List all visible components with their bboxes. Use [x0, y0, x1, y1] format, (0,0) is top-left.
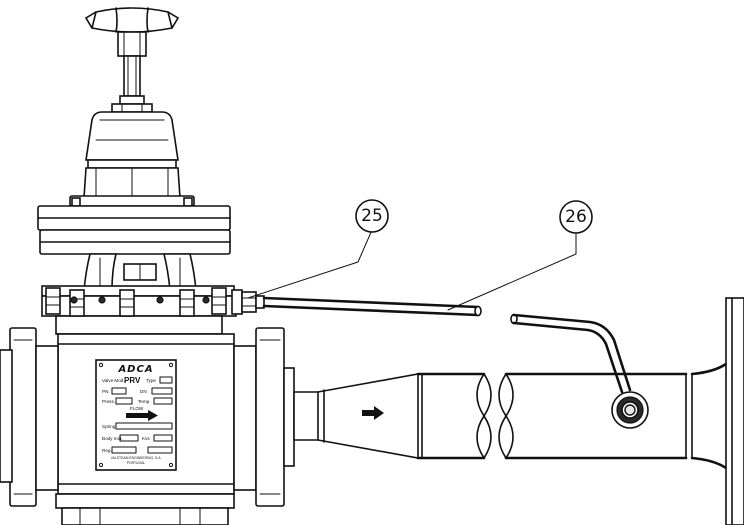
- leader-line-25: [247, 229, 373, 299]
- nameplate-spring-label: Spring: [102, 424, 116, 429]
- nameplate-temp-label: Temp.: [138, 399, 151, 404]
- nameplate: ADCA Valve Mod. PRV Type PN DN Press. Te…: [95, 359, 177, 471]
- adjustment-stem: [111, 55, 153, 113]
- outlet-pipe-flange: [725, 297, 744, 525]
- pressure-sensing-line-tube: [262, 296, 632, 394]
- nameplate-valve-mod-value: PRV: [124, 376, 141, 385]
- outlet-flange: [233, 327, 295, 507]
- nameplate-brand: ADCA: [117, 364, 153, 375]
- nameplate-maker-line2: PORTUGAL: [127, 461, 146, 465]
- nameplate-type-label: Type: [146, 378, 156, 383]
- flange-nut-1: [45, 287, 61, 315]
- callout-26: 26: [447, 200, 593, 311]
- spring-bonnet: [83, 111, 181, 207]
- nameplate-dn-label: DN: [140, 389, 147, 394]
- diaphragm-housing: [37, 195, 231, 255]
- pipe-flow-arrow-icon: [362, 406, 384, 420]
- flow-direction-arrow-icon: [126, 410, 158, 421]
- nameplate-kvs-label: Kvs: [142, 436, 150, 441]
- callout-number-26: 26: [565, 207, 587, 227]
- downstream-pipe: [293, 362, 728, 470]
- body-bolt-flange: [41, 285, 237, 335]
- flange-nut-4: [179, 289, 195, 317]
- pressure-sensing-line-fitting: [231, 289, 265, 315]
- nameplate-pn-label: PN: [102, 389, 108, 394]
- nameplate-body-mat-label: Body mat.: [102, 436, 123, 441]
- valve-neck: [83, 253, 197, 291]
- leader-line-26: [447, 231, 577, 311]
- nameplate-reg-label: Reg.: [102, 448, 112, 453]
- nameplate-press-label: Press.: [102, 399, 115, 404]
- nameplate-flow-label: FLOW: [130, 406, 144, 411]
- callout-25: 25: [247, 199, 389, 299]
- callout-number-25: 25: [361, 206, 383, 226]
- sensing-line-connection: [611, 391, 649, 429]
- inlet-flange: [0, 327, 59, 507]
- nameplate-valve-mod-label: Valve Mod.: [102, 378, 125, 383]
- adjustment-handwheel: [84, 7, 180, 57]
- flange-nut-3: [119, 289, 135, 317]
- nameplate-maker-line1: VALSTEAM ENGINEERING, S.A.: [111, 456, 162, 460]
- flange-nut-5: [211, 287, 227, 315]
